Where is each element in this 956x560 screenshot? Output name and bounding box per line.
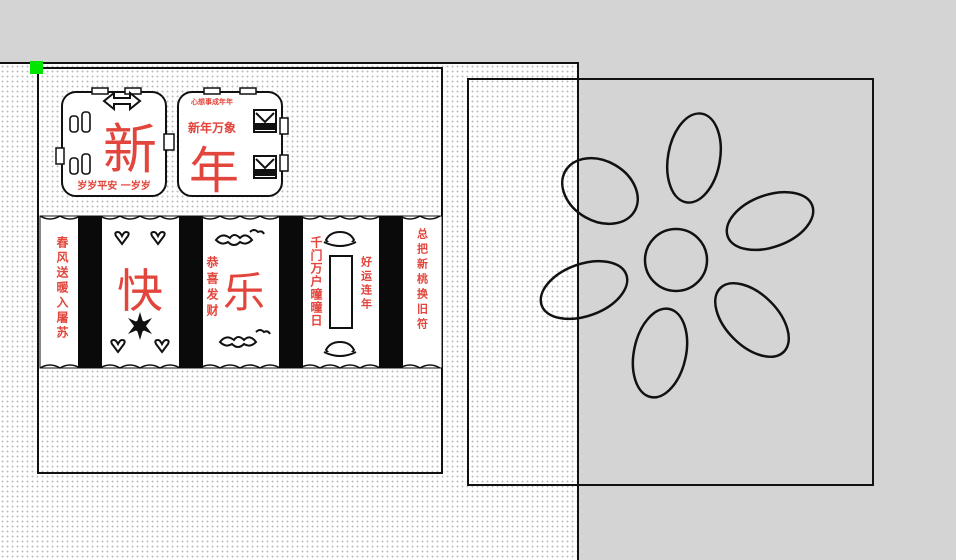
sheet-frame-right[interactable] (467, 78, 874, 486)
big-char-kuai: 快 (117, 264, 163, 318)
bottle-icon-top (69, 111, 91, 133)
panel-left-bottom-text: 岁岁平安 一岁岁 (77, 179, 150, 192)
panel-right-top-text: 心想事成年年 (191, 97, 233, 106)
strip-col6-text: 好运连年 (360, 255, 374, 312)
panel-right-subtitle: 新年万象 (188, 120, 236, 135)
big-char-nian: 年 (189, 142, 239, 200)
cloud-icon-bottom (218, 329, 271, 348)
strip-blank-plaque (329, 255, 353, 329)
strip-black-bar-1 (78, 216, 102, 368)
box-panel-left[interactable]: 新 岁岁平安 一岁岁 (55, 87, 175, 197)
ingot-icon-top (323, 230, 357, 248)
bottle-icon-bottom (69, 153, 91, 175)
big-char-le: 乐 (223, 268, 265, 317)
design-strip[interactable]: 春风送暖入屠苏 快 恭喜发财 乐 千门万户曈 (39, 215, 443, 369)
strip-col3-text: 恭喜发财 (205, 255, 219, 320)
envelope-icon-bottom (253, 155, 277, 179)
flower-outline-shape[interactable] (533, 109, 821, 402)
heart-icon-pair-bottom (110, 338, 170, 354)
cloud-icon-top (214, 229, 265, 246)
envelope-icon-top (253, 109, 277, 133)
strip-col5-text: 千门万户曈曈日 (309, 235, 323, 327)
ingot-icon-bottom (323, 340, 357, 358)
big-char-xin: 新 (103, 118, 157, 181)
flower-icon (128, 312, 152, 340)
box-panel-right[interactable]: 心想事成年年 新年万象 年 (177, 87, 289, 200)
double-arrow-icon (102, 90, 142, 112)
strip-black-bar-3 (279, 216, 303, 368)
strip-black-bar-2 (179, 216, 203, 368)
strip-col1-text: 春风送暖入屠苏 (55, 235, 69, 341)
strip-black-bar-4 (379, 216, 403, 368)
selection-handle[interactable] (30, 61, 43, 74)
strip-col7-text: 总把新桃换旧符 (416, 227, 429, 333)
heart-icon-pair-top (114, 230, 166, 246)
